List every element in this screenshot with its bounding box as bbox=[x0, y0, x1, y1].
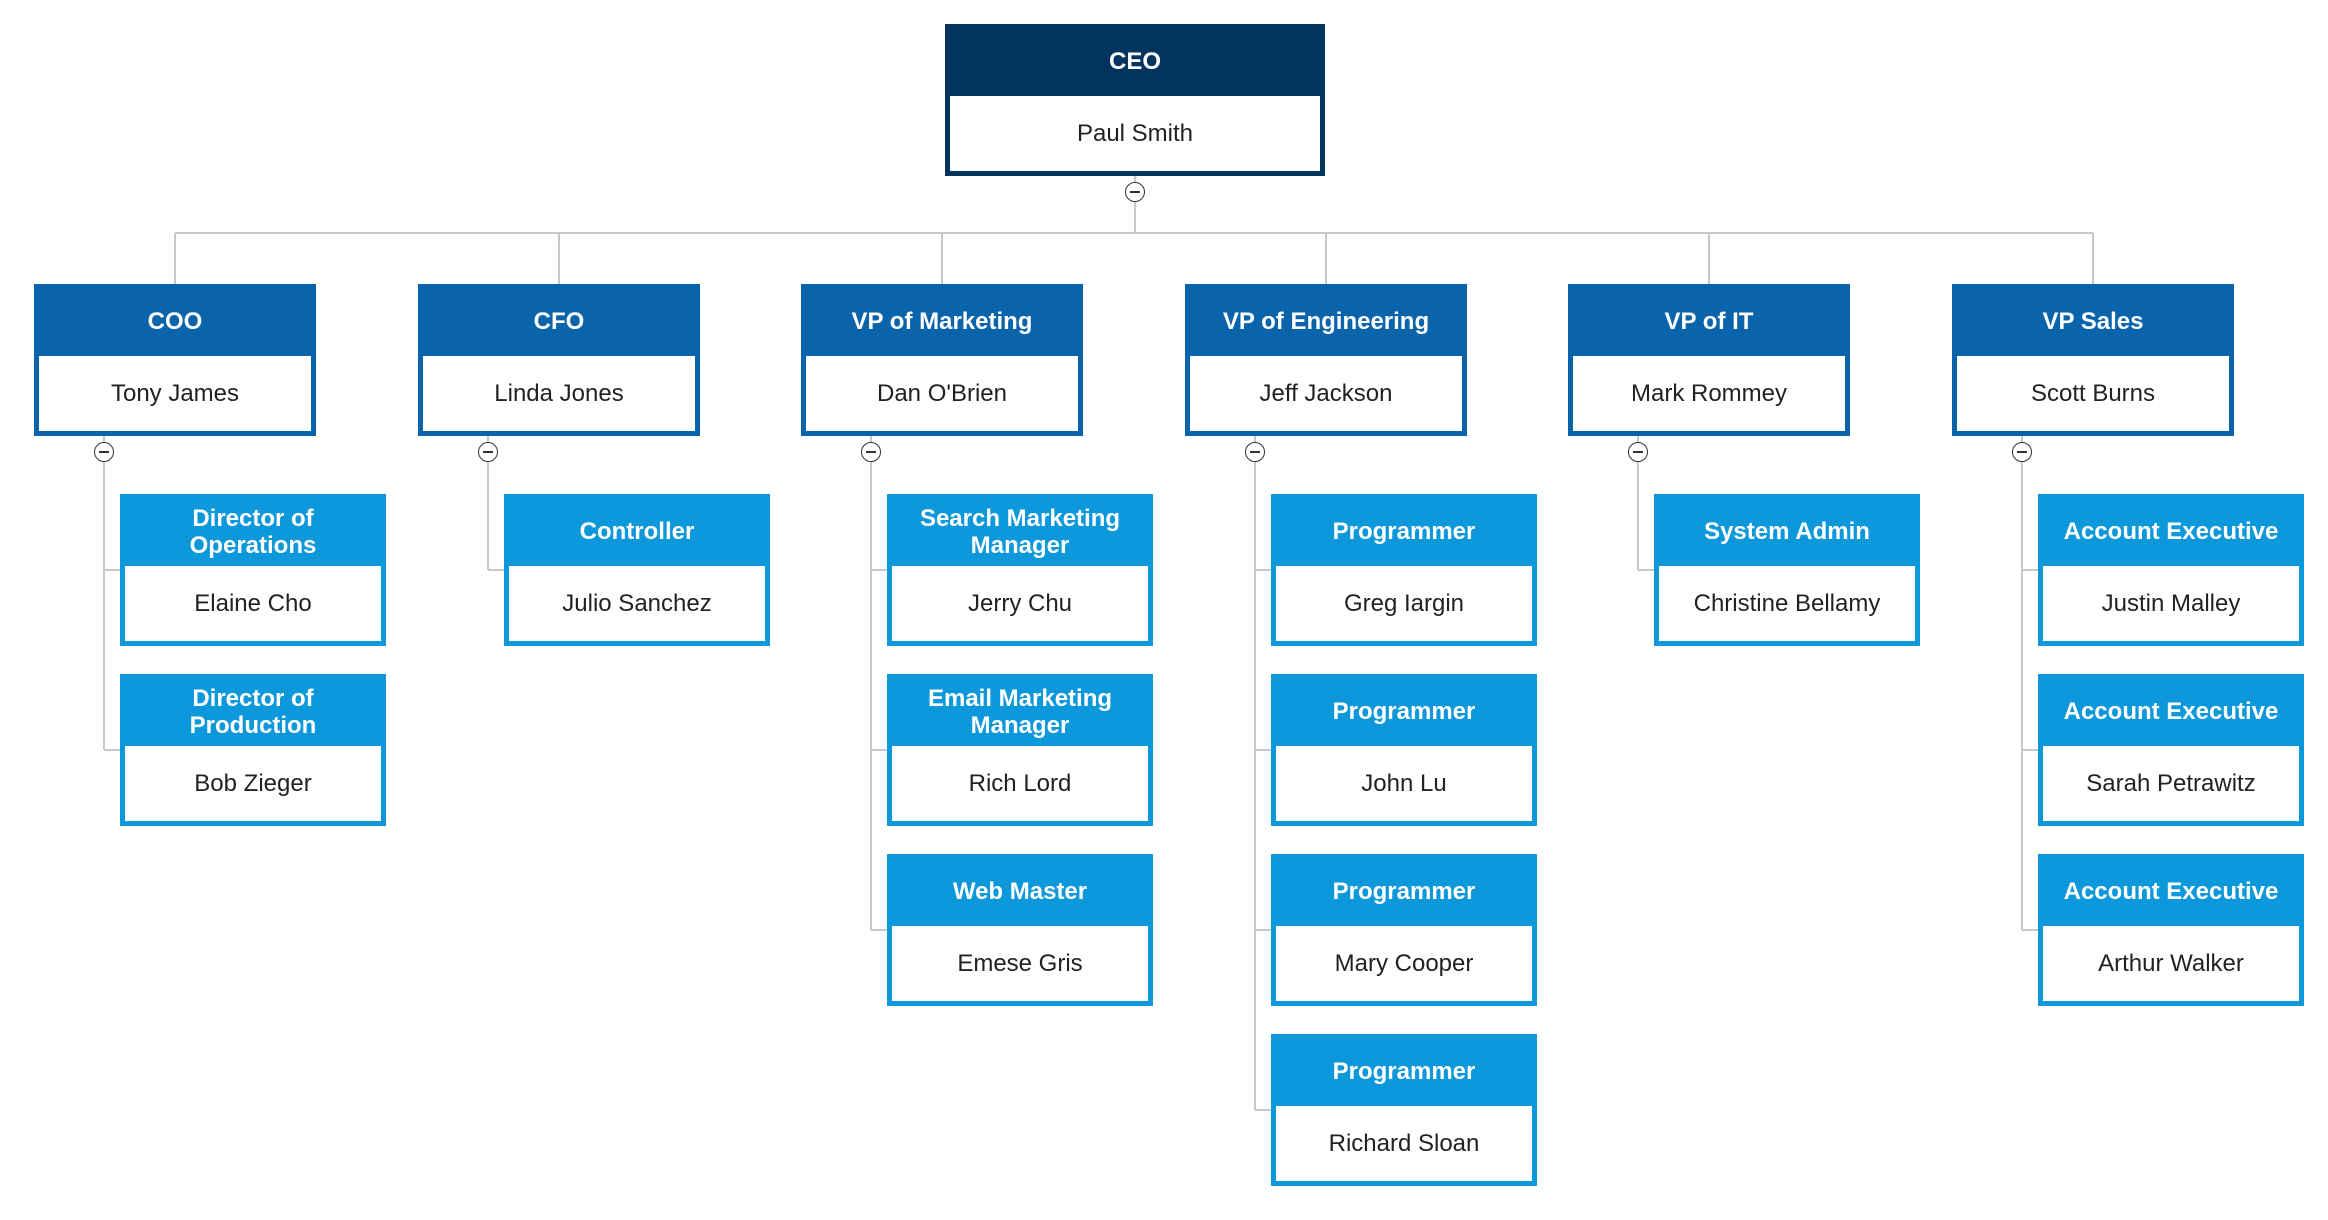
position-title: CEO bbox=[950, 29, 1320, 96]
person-name: Dan O'Brien bbox=[806, 356, 1078, 431]
person-name: Rich Lord bbox=[892, 746, 1148, 821]
position-title: Programmer bbox=[1276, 499, 1532, 566]
collapse-ceo-toggle-icon[interactable] bbox=[1125, 182, 1145, 202]
position-title: Programmer bbox=[1276, 679, 1532, 746]
collapse-vp-engineering-toggle-icon[interactable] bbox=[1245, 442, 1265, 462]
position-title: VP Sales bbox=[1957, 289, 2229, 356]
person-name: Emese Gris bbox=[892, 926, 1148, 1001]
person-name: Tony James bbox=[39, 356, 311, 431]
collapse-coo-toggle-icon[interactable] bbox=[94, 442, 114, 462]
position-title: Search Marketing Manager bbox=[892, 499, 1148, 566]
position-title: Web Master bbox=[892, 859, 1148, 926]
person-name: Paul Smith bbox=[950, 96, 1320, 171]
position-title: Account Executive bbox=[2043, 679, 2299, 746]
person-name: Jerry Chu bbox=[892, 566, 1148, 641]
position-title: Programmer bbox=[1276, 859, 1532, 926]
position-title: CFO bbox=[423, 289, 695, 356]
position-title: VP of Engineering bbox=[1190, 289, 1462, 356]
person-name: John Lu bbox=[1276, 746, 1532, 821]
person-name: Jeff Jackson bbox=[1190, 356, 1462, 431]
collapse-vp-it-toggle-icon[interactable] bbox=[1628, 442, 1648, 462]
person-name: Mark Rommey bbox=[1573, 356, 1845, 431]
person-name: Scott Burns bbox=[1957, 356, 2229, 431]
person-name: Greg Iargin bbox=[1276, 566, 1532, 641]
position-title: Director of Production bbox=[125, 679, 381, 746]
position-title: Controller bbox=[509, 499, 765, 566]
person-name: Julio Sanchez bbox=[509, 566, 765, 641]
person-name: Linda Jones bbox=[423, 356, 695, 431]
person-name: Mary Cooper bbox=[1276, 926, 1532, 1001]
position-title: COO bbox=[39, 289, 311, 356]
position-title: VP of Marketing bbox=[806, 289, 1078, 356]
collapse-vp-sales-toggle-icon[interactable] bbox=[2012, 442, 2032, 462]
position-title: Account Executive bbox=[2043, 499, 2299, 566]
person-name: Bob Zieger bbox=[125, 746, 381, 821]
person-name: Elaine Cho bbox=[125, 566, 381, 641]
person-name: Christine Bellamy bbox=[1659, 566, 1915, 641]
person-name: Arthur Walker bbox=[2043, 926, 2299, 1001]
person-name: Justin Malley bbox=[2043, 566, 2299, 641]
position-title: Account Executive bbox=[2043, 859, 2299, 926]
collapse-vp-marketing-toggle-icon[interactable] bbox=[861, 442, 881, 462]
position-title: VP of IT bbox=[1573, 289, 1845, 356]
collapse-cfo-toggle-icon[interactable] bbox=[478, 442, 498, 462]
position-title: System Admin bbox=[1659, 499, 1915, 566]
person-name: Sarah Petrawitz bbox=[2043, 746, 2299, 821]
position-title: Director of Operations bbox=[125, 499, 381, 566]
person-name: Richard Sloan bbox=[1276, 1106, 1532, 1181]
position-title: Email Marketing Manager bbox=[892, 679, 1148, 746]
position-title: Programmer bbox=[1276, 1039, 1532, 1106]
